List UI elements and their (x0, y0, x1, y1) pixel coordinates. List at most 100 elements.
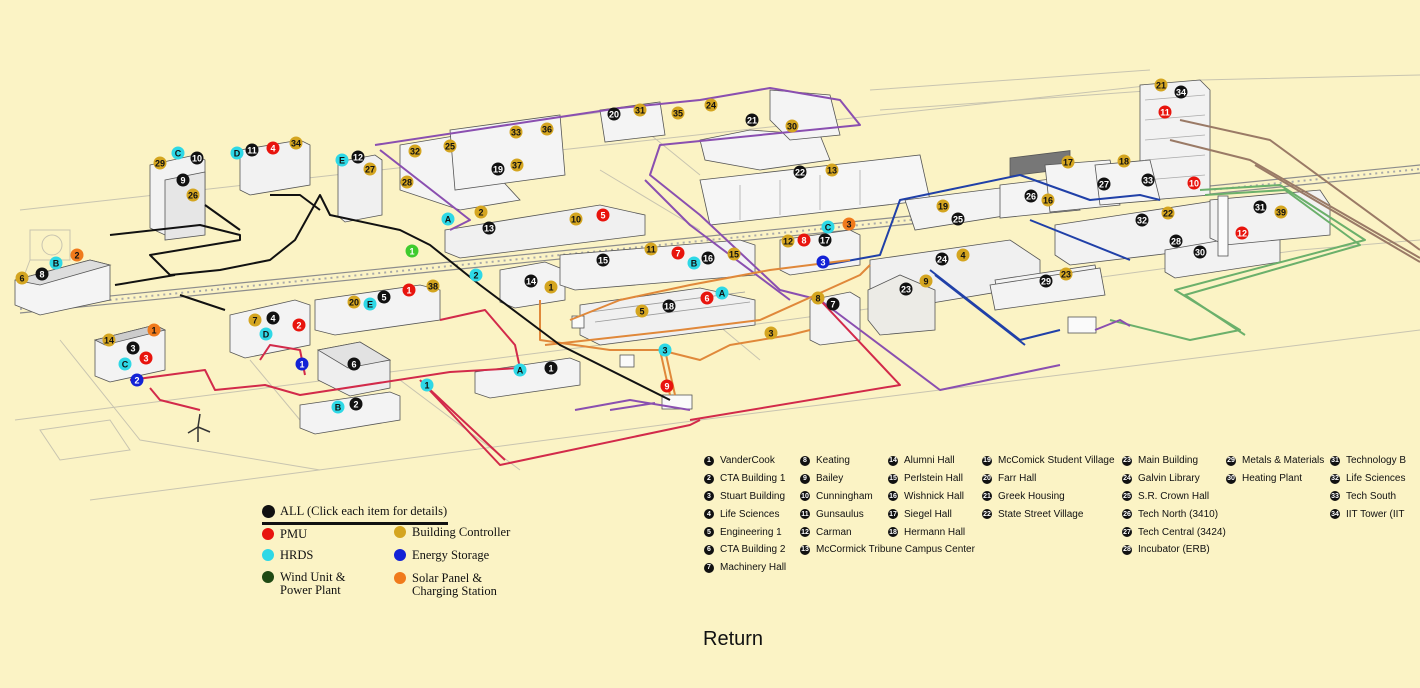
legend-wind[interactable]: Wind Unit &Power Plant (262, 571, 345, 597)
pmu-marker[interactable]: 2 (292, 318, 306, 332)
pmu-marker[interactable]: 4 (266, 141, 280, 155)
building-controller-marker[interactable]: 3 (764, 326, 778, 340)
building-controller-marker[interactable]: 9 (919, 274, 933, 288)
building-marker[interactable]: 7 (826, 297, 840, 311)
building-marker[interactable]: 29 (1039, 274, 1053, 288)
building-controller-marker[interactable]: 14 (102, 333, 116, 347)
building-controller-marker[interactable]: 17 (1061, 155, 1075, 169)
building-marker[interactable]: 9 (176, 173, 190, 187)
building-controller-marker[interactable]: 36 (540, 122, 554, 136)
building-marker[interactable]: 18 (662, 299, 676, 313)
pmu-marker[interactable]: 8 (797, 233, 811, 247)
building-controller-marker[interactable]: 31 (633, 103, 647, 117)
pmu-marker[interactable]: 12 (1235, 226, 1249, 240)
building-marker[interactable]: 32 (1135, 213, 1149, 227)
building-marker[interactable]: 1 (544, 361, 558, 375)
building-marker[interactable]: 26 (1024, 189, 1038, 203)
legend-pmu[interactable]: PMU (262, 528, 307, 541)
building-controller-marker[interactable]: 1 (544, 280, 558, 294)
pmu-marker[interactable]: 11 (1158, 105, 1172, 119)
building-controller-marker[interactable]: 18 (1117, 154, 1131, 168)
building-marker[interactable]: 5 (377, 290, 391, 304)
building-marker[interactable]: 10 (190, 151, 204, 165)
hrds-marker[interactable]: 3 (658, 343, 672, 357)
building-controller-marker[interactable]: 19 (936, 199, 950, 213)
hrds-marker[interactable]: A (513, 363, 527, 377)
building-marker[interactable]: 14 (524, 274, 538, 288)
pmu-marker[interactable]: 6 (700, 291, 714, 305)
building-controller-marker[interactable]: 13 (825, 163, 839, 177)
legend-energy-storage[interactable]: Energy Storage (394, 549, 489, 562)
legend-hrds[interactable]: HRDS (262, 549, 313, 562)
building-controller-marker[interactable]: 37 (510, 158, 524, 172)
building-marker[interactable]: 33 (1141, 173, 1155, 187)
building-controller-marker[interactable]: 12 (781, 234, 795, 248)
hrds-marker[interactable]: C (171, 146, 185, 160)
building-marker[interactable]: 11 (245, 143, 259, 157)
building-marker[interactable]: 13 (482, 221, 496, 235)
building-marker[interactable]: 12 (351, 150, 365, 164)
building-marker[interactable]: 17 (818, 233, 832, 247)
pmu-marker[interactable]: 7 (671, 246, 685, 260)
pmu-marker[interactable]: 9 (660, 379, 674, 393)
building-controller-marker[interactable]: 7 (248, 313, 262, 327)
wind-marker[interactable]: 1 (405, 244, 419, 258)
building-controller-marker[interactable]: 30 (785, 119, 799, 133)
hrds-marker[interactable]: D (259, 327, 273, 341)
hrds-marker[interactable]: C (118, 357, 132, 371)
building-marker[interactable]: 22 (793, 165, 807, 179)
hrds-marker[interactable]: 1 (420, 378, 434, 392)
hrds-marker[interactable]: B (687, 256, 701, 270)
hrds-marker[interactable]: B (331, 400, 345, 414)
building-controller-marker[interactable]: 23 (1059, 267, 1073, 281)
pmu-marker[interactable]: 10 (1187, 176, 1201, 190)
building-marker[interactable]: 8 (35, 267, 49, 281)
hrds-marker[interactable]: C (821, 220, 835, 234)
legend-building-controller[interactable]: Building Controller (394, 526, 510, 539)
building-controller-marker[interactable]: 27 (363, 162, 377, 176)
pmu-marker[interactable]: 5 (596, 208, 610, 222)
hrds-marker[interactable]: A (715, 286, 729, 300)
building-controller-marker[interactable]: 2 (474, 205, 488, 219)
building-marker[interactable]: 31 (1253, 200, 1267, 214)
building-controller-marker[interactable]: 29 (153, 156, 167, 170)
pmu-marker[interactable]: 1 (402, 283, 416, 297)
building-controller-marker[interactable]: 10 (569, 212, 583, 226)
building-controller-marker[interactable]: 39 (1274, 205, 1288, 219)
building-marker[interactable]: 23 (899, 282, 913, 296)
hrds-marker[interactable]: E (363, 297, 377, 311)
energy-storage-marker[interactable]: 1 (295, 357, 309, 371)
building-marker[interactable]: 3 (126, 341, 140, 355)
hrds-marker[interactable]: D (230, 146, 244, 160)
building-marker[interactable]: 15 (596, 253, 610, 267)
legend-solar[interactable]: Solar Panel &Charging Station (394, 572, 497, 598)
building-marker[interactable]: 21 (745, 113, 759, 127)
building-controller-marker[interactable]: 16 (1041, 193, 1055, 207)
energy-storage-marker[interactable]: 3 (816, 255, 830, 269)
building-controller-marker[interactable]: 35 (671, 106, 685, 120)
building-marker[interactable]: 28 (1169, 234, 1183, 248)
building-marker[interactable]: 30 (1193, 245, 1207, 259)
